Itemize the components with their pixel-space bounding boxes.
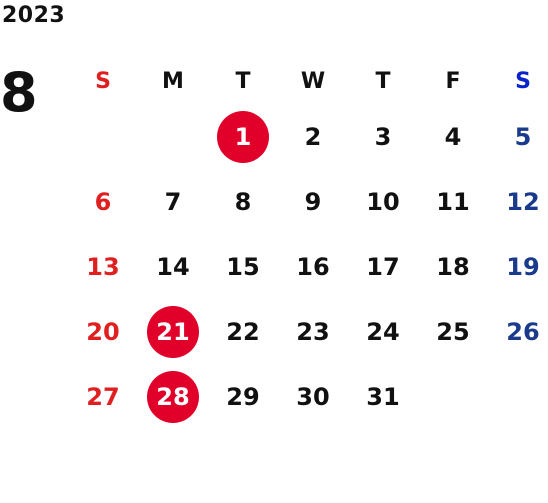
day-cell: 3	[348, 104, 418, 169]
weekday-header-row: S M T W T F S	[68, 58, 548, 104]
day-number: 29	[226, 382, 260, 411]
day-number: 18	[436, 252, 470, 281]
day-cell: 27	[68, 364, 138, 429]
week-row: 27 28 29 30 31	[68, 364, 548, 429]
day-cell: 30	[278, 364, 348, 429]
day-number: 4	[444, 122, 462, 151]
day-cell: 13	[68, 234, 138, 299]
day-cell: 14	[138, 234, 208, 299]
weekday-monday: M	[162, 68, 184, 94]
day-number: 31	[366, 382, 400, 411]
day-cell: 5	[488, 104, 548, 169]
year-label: 2023	[2, 3, 66, 28]
day-cell: 16	[278, 234, 348, 299]
highlighted-day: 1	[217, 110, 269, 163]
weekday-wednesday: W	[300, 68, 326, 94]
highlighted-day: 28	[147, 370, 199, 423]
empty-day-cell	[488, 364, 548, 429]
day-number: 27	[86, 382, 120, 411]
day-cell: 17	[348, 234, 418, 299]
day-cell: 29	[208, 364, 278, 429]
day-cell: 10	[348, 169, 418, 234]
day-cell: 21	[138, 299, 208, 364]
day-cell: 19	[488, 234, 548, 299]
day-cell: 25	[418, 299, 488, 364]
day-cell: 22	[208, 299, 278, 364]
day-cell: 4	[418, 104, 488, 169]
day-cell: 2	[278, 104, 348, 169]
empty-day-cell	[68, 104, 138, 169]
day-number: 10	[366, 187, 400, 216]
day-cell: 7	[138, 169, 208, 234]
weekday-saturday: S	[515, 68, 531, 94]
week-row: 20 21 22 23 24 25 26	[68, 299, 548, 364]
day-cell: 26	[488, 299, 548, 364]
day-number: 19	[506, 252, 540, 281]
day-number: 20	[86, 317, 120, 346]
empty-day-cell	[418, 364, 488, 429]
day-cell: 1	[208, 104, 278, 169]
day-number: 9	[304, 187, 322, 216]
day-cell: 31	[348, 364, 418, 429]
day-number: 7	[164, 187, 182, 216]
day-cell: 23	[278, 299, 348, 364]
month-label: 8	[0, 61, 38, 124]
day-number: 5	[514, 122, 532, 151]
day-cell: 28	[138, 364, 208, 429]
day-number: 17	[366, 252, 400, 281]
day-cell: 6	[68, 169, 138, 234]
week-row: 1 2 3 4 5	[68, 104, 548, 169]
day-number: 15	[226, 252, 260, 281]
day-cell: 15	[208, 234, 278, 299]
day-cell: 11	[418, 169, 488, 234]
highlighted-day: 21	[147, 305, 199, 358]
day-number: 14	[156, 252, 190, 281]
day-cell: 24	[348, 299, 418, 364]
day-cell: 9	[278, 169, 348, 234]
day-number: 16	[296, 252, 330, 281]
day-cell: 20	[68, 299, 138, 364]
day-cell: 12	[488, 169, 548, 234]
day-number: 3	[374, 122, 392, 151]
day-number: 2	[304, 122, 322, 151]
week-row: 6 7 8 9 10 11 12	[68, 169, 548, 234]
empty-day-cell	[138, 104, 208, 169]
day-number: 26	[506, 317, 540, 346]
day-number: 23	[296, 317, 330, 346]
day-number: 13	[86, 252, 120, 281]
weekday-thursday: T	[375, 68, 391, 94]
weekday-tuesday: T	[235, 68, 251, 94]
day-number: 11	[436, 187, 470, 216]
day-number: 8	[234, 187, 252, 216]
day-number: 6	[94, 187, 112, 216]
day-number: 12	[506, 187, 540, 216]
day-number: 22	[226, 317, 260, 346]
week-row: 13 14 15 16 17 18 19	[68, 234, 548, 299]
day-cell: 8	[208, 169, 278, 234]
day-number: 24	[366, 317, 400, 346]
weekday-sunday: S	[95, 68, 111, 94]
weekday-friday: F	[445, 68, 461, 94]
day-cell: 18	[418, 234, 488, 299]
day-number: 25	[436, 317, 470, 346]
day-number: 30	[296, 382, 330, 411]
